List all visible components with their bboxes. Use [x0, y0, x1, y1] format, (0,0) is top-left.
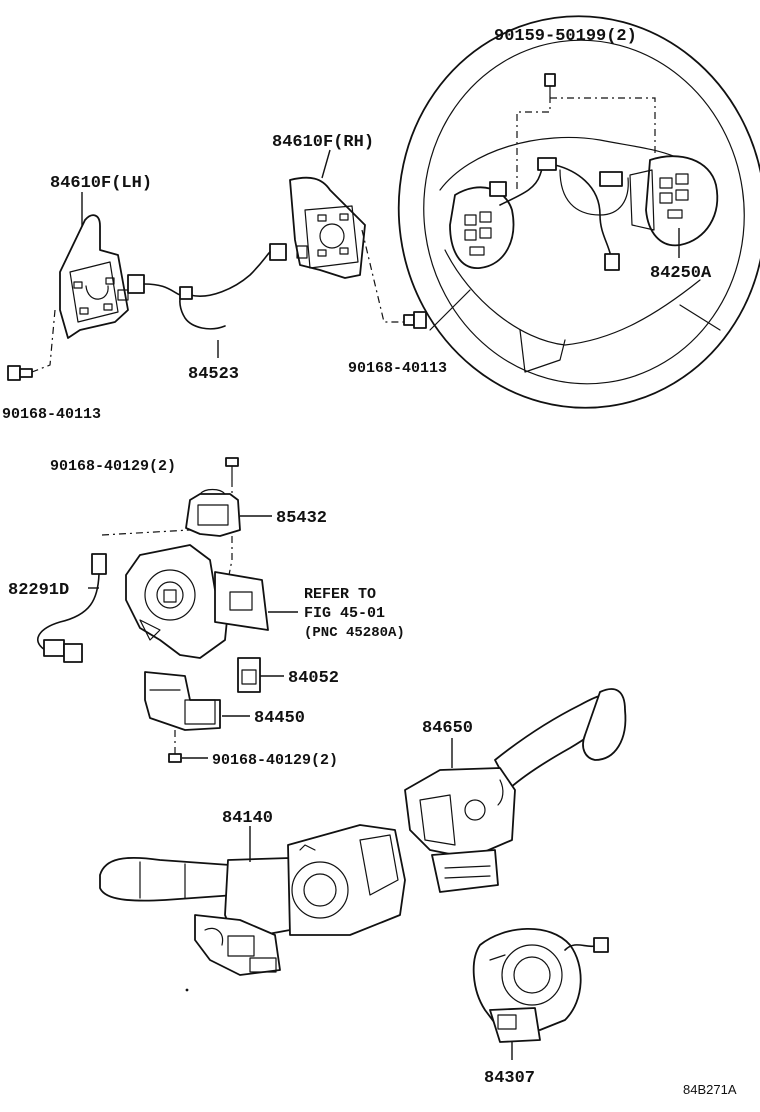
wire-harness-84523 — [127, 243, 287, 330]
steering-wheel — [397, 15, 760, 409]
label-84140: 84140 — [222, 809, 273, 828]
label-90168-40113-rh: 90168-40113 — [348, 360, 447, 377]
switch-bracket-84610f-rh — [289, 176, 366, 279]
screw-90168-40129-top — [225, 457, 239, 481]
spiral-cable-84307 — [472, 928, 609, 1043]
screw-90168-40129-bottom — [168, 747, 182, 763]
label-84610f-lh: 84610F(LH) — [50, 174, 152, 193]
label-refer-fig: FIG 45-01 — [304, 605, 385, 622]
screw-90168-40113-lh — [7, 365, 33, 381]
steering-switch-84250a — [599, 155, 719, 247]
wiper-switch-84650 — [404, 688, 627, 893]
label-90159-50199: 90159-50199(2) — [494, 27, 637, 46]
label-82291d: 82291D — [8, 581, 69, 600]
label-84052: 84052 — [288, 669, 339, 688]
screw-90159-50199 — [544, 73, 556, 97]
label-84307: 84307 — [484, 1069, 535, 1088]
label-84610f-rh: 84610F(RH) — [272, 133, 374, 152]
label-84523: 84523 — [188, 365, 239, 384]
label-84250a: 84250A — [650, 264, 712, 283]
headlamp-switch-84140 — [99, 824, 406, 976]
steering-switch-left — [449, 181, 515, 269]
switch-bracket-84610f-lh — [59, 214, 129, 339]
label-85432: 85432 — [276, 509, 327, 528]
sensor-84450 — [144, 671, 221, 731]
label-84650: 84650 — [422, 719, 473, 738]
figure-code: 84B271A — [683, 1082, 737, 1097]
label-84450: 84450 — [254, 709, 305, 728]
combination-switch-body — [125, 544, 269, 659]
wire-harness-82291d — [37, 553, 107, 663]
label-90168-40129-top: 90168-40129(2) — [50, 458, 176, 475]
label-refer-pnc: (PNC 45280A) — [304, 625, 405, 641]
label-refer-to: REFER TO — [304, 586, 376, 603]
label-90168-40129-bottom: 90168-40129(2) — [212, 752, 338, 769]
screw-90168-40113-rh — [403, 311, 427, 329]
sensor-85432 — [185, 488, 241, 537]
label-90168-40113-lh: 90168-40113 — [2, 406, 101, 423]
switch-84052 — [237, 657, 261, 693]
